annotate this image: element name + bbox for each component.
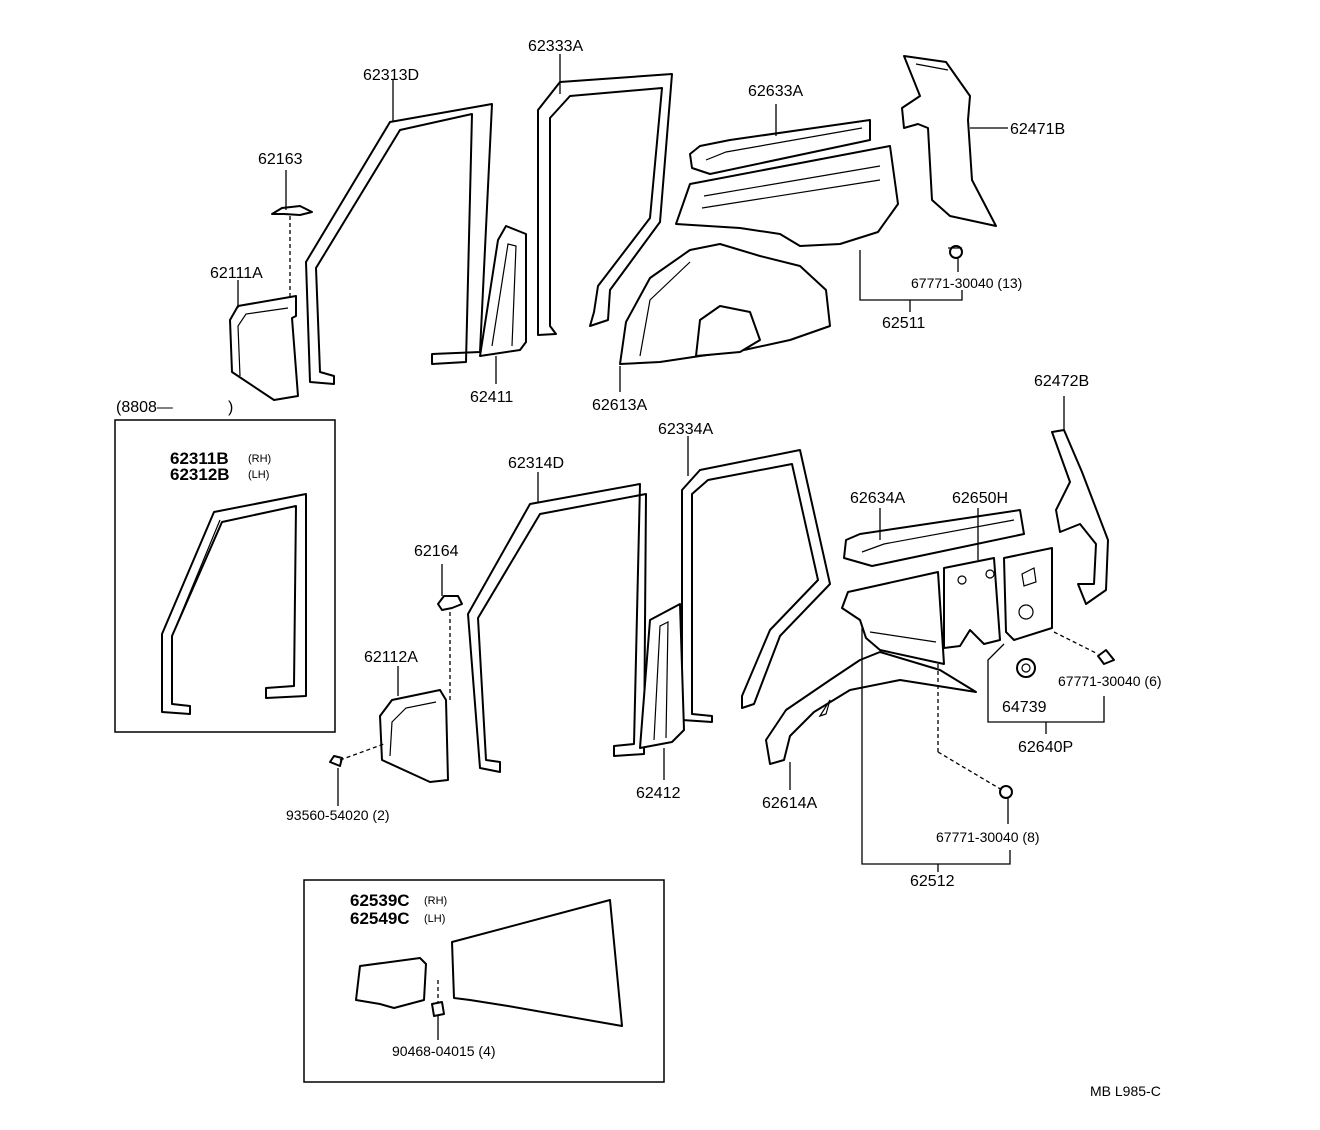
label-67771-13: 67771-30040 (13) (911, 275, 1022, 291)
part-62163-clip (271, 170, 313, 312)
label-62634A: 62634A (850, 490, 905, 507)
label-8808: (8808— (116, 399, 173, 416)
part-62512-quarter-panel (841, 571, 945, 665)
label-62412: 62412 (636, 785, 681, 802)
part-62334A-weatherstrip (681, 436, 831, 723)
label-62312B: 62312B (170, 465, 230, 484)
label-64739: 64739 (1002, 699, 1047, 716)
label-62633A: 62633A (748, 83, 803, 100)
label-93560: 93560-54020 (2) (286, 807, 390, 823)
part-62412-pillar-trim (639, 603, 685, 780)
label-67771-8: 67771-30040 (8) (936, 829, 1040, 845)
label-62640P: 62640P (1018, 739, 1073, 756)
part-62111A-kick-panel (229, 280, 299, 401)
label-62411: 62411 (470, 389, 513, 406)
variant-box-8808 (114, 419, 336, 733)
label-62614A: 62614A (762, 795, 817, 812)
label-8808-close: ) (228, 399, 233, 416)
label-62112A: 62112A (364, 649, 418, 666)
part-62640P-panel (987, 547, 1105, 734)
part-93560-screw (329, 743, 385, 806)
label-62164: 62164 (414, 543, 459, 560)
label-62539C-rh: (RH) (424, 895, 447, 907)
label-62549C-lh: (LH) (424, 913, 445, 925)
part-62614A-wheel-house (765, 651, 977, 790)
part-67771-clip-13 (948, 245, 963, 272)
label-62549C: 62549C (350, 909, 410, 928)
label-62311B: 62311B (170, 449, 229, 468)
part-62112A-kick-panel (379, 666, 449, 783)
label-62314D: 62314D (508, 455, 564, 472)
part-64739-grommet (1016, 658, 1036, 678)
label-62163: 62163 (258, 151, 303, 168)
label-62312B-lh: (LH) (248, 469, 269, 481)
part-62511-quarter-panel (675, 145, 899, 247)
label-62539C: 62539C (350, 891, 410, 910)
bracket-62512 (861, 628, 1011, 872)
part-67771-clip-8 (937, 664, 1013, 824)
part-62164-clip (437, 564, 463, 700)
label-62613A: 62613A (592, 397, 647, 414)
label-62333A: 62333A (528, 38, 583, 55)
part-62634A-rail-trim (843, 508, 1025, 567)
label-62111A: 62111A (210, 265, 263, 282)
part-62411-pillar-trim (479, 225, 527, 384)
label-62311B-rh: (RH) (248, 453, 271, 465)
variant-box-62539C (303, 879, 665, 1083)
label-90468: 90468-04015 (4) (392, 1043, 496, 1059)
diagram-code: MB L985-C (1090, 1083, 1161, 1099)
label-62511: 62511 (882, 315, 925, 332)
label-62650H: 62650H (952, 490, 1008, 507)
label-62471B: 62471B (1010, 121, 1065, 138)
part-62333A-weatherstrip (537, 54, 673, 336)
label-62313D: 62313D (363, 67, 419, 84)
part-62471B-pillar-trim (901, 55, 1008, 227)
label-62512: 62512 (910, 873, 955, 890)
label-62334A: 62334A (658, 421, 713, 438)
bracket-62511 (859, 250, 963, 312)
label-62472B: 62472B (1034, 373, 1089, 390)
part-62314D-weatherstrip (467, 472, 647, 773)
part-62650H-panel (943, 508, 1001, 649)
label-67771-6: 67771-30040 (6) (1058, 673, 1162, 689)
part-62633A-rail-trim (689, 104, 871, 175)
part-67771-clip-6 (1053, 631, 1115, 665)
part-62313D-weatherstrip (305, 80, 493, 385)
part-62472B-pillar-trim (1051, 396, 1109, 605)
part-62613A-wheel-house (619, 243, 831, 392)
